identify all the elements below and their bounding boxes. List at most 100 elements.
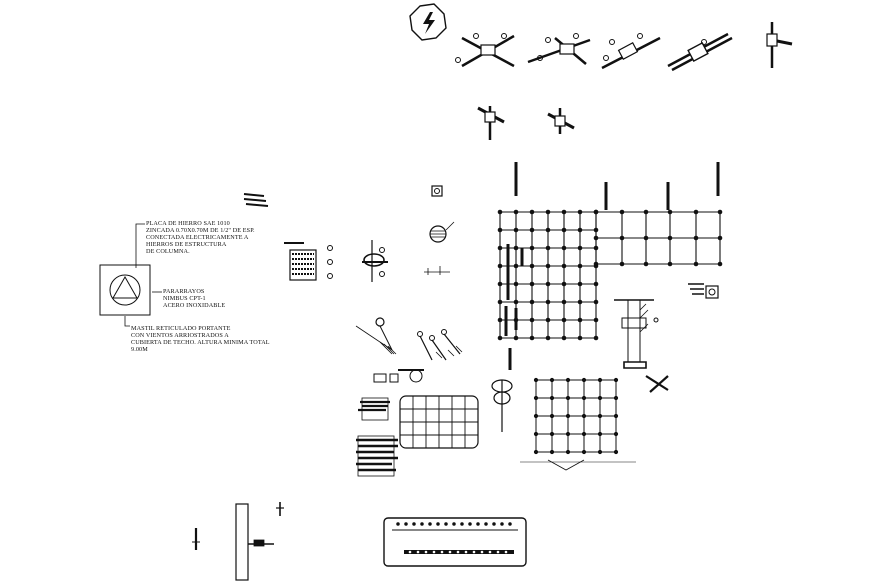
- cross-clamp-small: [645, 375, 669, 393]
- grounding-electrode-symbol: [429, 221, 455, 243]
- bolt-head: [480, 550, 484, 554]
- connector-detail-4: [667, 32, 733, 72]
- grid-node: [593, 235, 599, 241]
- grid-node: [549, 395, 555, 401]
- grid-node: [577, 245, 583, 251]
- grid-node: [597, 377, 603, 383]
- mast-note: MASTIL RETICULADO PORTANTE CON VIENTOS A…: [131, 325, 270, 353]
- connector-detail-2: [527, 33, 591, 65]
- rounded-grid-plan: [399, 395, 479, 449]
- grid-node: [529, 227, 535, 233]
- grid-node: [667, 261, 673, 267]
- grid-node: [717, 261, 723, 267]
- bolt-head: [428, 522, 432, 526]
- grid-node: [613, 449, 619, 455]
- grid-node: [577, 281, 583, 287]
- grid-node: [593, 299, 599, 305]
- grid-node: [545, 335, 551, 341]
- grid-node: [529, 209, 535, 215]
- grid-node: [533, 413, 539, 419]
- grid-node: [561, 299, 567, 305]
- grid-node: [693, 261, 699, 267]
- plate-note: PLACA DE HIERRO SAE 1010 ZINCADA 0.70x0.…: [146, 220, 255, 255]
- grid-node: [549, 431, 555, 437]
- bus-bar-elevation: [383, 517, 527, 567]
- mast-note-line: 9.00m: [131, 346, 148, 353]
- bolt-head: [420, 522, 424, 526]
- connector-detail-3: [601, 33, 661, 70]
- grid-node: [613, 395, 619, 401]
- grid-node: [497, 281, 503, 287]
- bolt-head: [452, 522, 456, 526]
- lightning-bolt-icon: [409, 3, 447, 41]
- grid-node: [497, 263, 503, 269]
- grid-node: [619, 235, 625, 241]
- grid-node: [545, 299, 551, 305]
- plate-note-line: CONECTADA ELECTRICAMENTE A: [146, 234, 249, 241]
- grid-node: [549, 449, 555, 455]
- grid-node: [577, 209, 583, 215]
- grid-node: [643, 261, 649, 267]
- grid-node: [693, 235, 699, 241]
- grid-node: [513, 281, 519, 287]
- grid-node: [577, 335, 583, 341]
- grid-node: [497, 317, 503, 323]
- grid-node: [513, 227, 519, 233]
- foundation-detail: [614, 299, 659, 369]
- grid-node: [545, 317, 551, 323]
- clamp-section: [362, 240, 388, 282]
- grid-node: [667, 235, 673, 241]
- grid-node: [577, 263, 583, 269]
- clamp-right-detail: [688, 283, 719, 299]
- grid-node: [565, 413, 571, 419]
- lightning-rod-base-detail: [99, 223, 162, 327]
- bolt-head: [468, 522, 472, 526]
- lightning-rod-note-line: NIMBUS CPT-1: [163, 295, 206, 302]
- grid-node: [577, 317, 583, 323]
- grid-node: [513, 335, 519, 341]
- bolt-head: [416, 550, 420, 554]
- grid-node: [529, 281, 535, 287]
- bolt-head: [488, 550, 492, 554]
- grid-node: [497, 227, 503, 233]
- bolt-head: [432, 550, 436, 554]
- grid-node: [565, 377, 571, 383]
- lightning-rod-note: PARARRAYOS NIMBUS CPT-1 ACERO INOXIDABLE: [163, 288, 225, 309]
- bolt-head: [484, 522, 488, 526]
- grid-node: [497, 245, 503, 251]
- grid-node: [577, 227, 583, 233]
- mast-note-line: MASTIL RETICULADO PORTANTE: [131, 325, 231, 332]
- main-grounding-grid-plan: [497, 162, 723, 370]
- grid-node: [565, 395, 571, 401]
- ground-rods-detail: [355, 317, 463, 361]
- grid-node: [565, 431, 571, 437]
- bolt-head: [460, 522, 464, 526]
- bolt-head: [464, 550, 468, 554]
- grid-node: [619, 209, 625, 215]
- grid-node: [593, 317, 599, 323]
- grid-node: [545, 263, 551, 269]
- grid-node: [597, 395, 603, 401]
- grid-node: [717, 235, 723, 241]
- grid-node: [561, 227, 567, 233]
- small-marker-1: [431, 185, 443, 197]
- bolt-head: [456, 550, 460, 554]
- grid-node: [545, 281, 551, 287]
- bolt-head: [396, 522, 400, 526]
- grid-node: [561, 245, 567, 251]
- bolt-head: [508, 522, 512, 526]
- clamp-detail-2: [547, 108, 575, 134]
- bolt-head: [404, 522, 408, 526]
- grid-node: [593, 281, 599, 287]
- hatch-symbol: [243, 193, 269, 207]
- bolt-head: [436, 522, 440, 526]
- grid-node: [597, 431, 603, 437]
- grid-node: [581, 413, 587, 419]
- grid-node: [561, 209, 567, 215]
- grid-node: [619, 261, 625, 267]
- plate-note-line: PLACA DE HIERRO SAE 1010: [146, 220, 230, 227]
- bolt-head: [472, 550, 476, 554]
- grid-node: [513, 245, 519, 251]
- grid-node: [561, 335, 567, 341]
- grid-node: [497, 209, 503, 215]
